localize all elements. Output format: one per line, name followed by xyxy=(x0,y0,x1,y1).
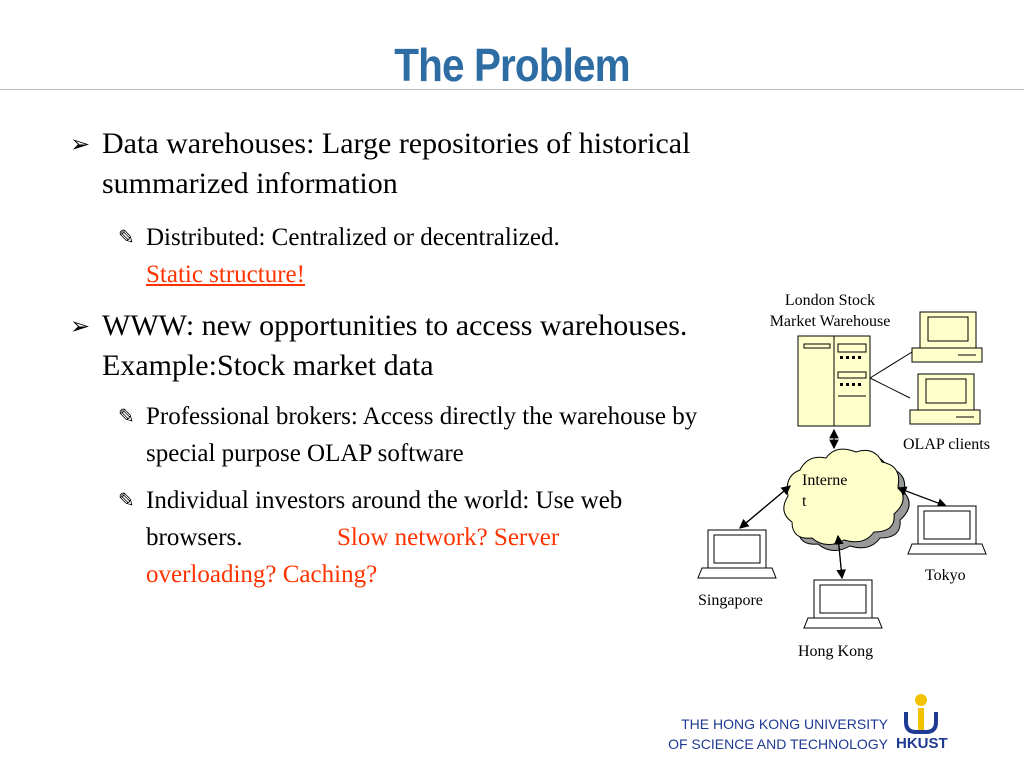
university-name-line1: THE HONG KONG UNIVERSITY xyxy=(681,716,888,732)
university-name-line2: OF SCIENCE AND TECHNOLOGY xyxy=(668,736,888,752)
sub-bullet-text: Professional brokers: Access directly th… xyxy=(146,403,698,467)
checked-arrow-icon: ✎ xyxy=(118,404,135,428)
static-structure-link: Static structure! xyxy=(146,261,305,288)
tokyo-label: Tokyo xyxy=(925,567,966,584)
checked-arrow-icon: ✎ xyxy=(118,225,135,249)
hongkong-label: Hong Kong xyxy=(798,643,874,660)
warehouse-label: London Stock Market Warehouse xyxy=(769,292,891,330)
sub-bullet-text: Individual investors around the world: U… xyxy=(146,487,623,551)
singapore-laptop-icon xyxy=(697,529,777,579)
tokyo-laptop-icon xyxy=(907,505,987,555)
checked-arrow-icon: ✎ xyxy=(118,488,135,512)
slide-title: The Problem xyxy=(394,39,630,91)
arrow-bullet-icon: ➢ xyxy=(70,312,91,340)
olap-client-computer-icon xyxy=(909,373,981,425)
internet-label: Interne t xyxy=(802,472,848,510)
bullet-text: Data warehouses: Large repositories of h… xyxy=(102,127,691,200)
bullet-text: WWW: new opportunities to access warehou… xyxy=(102,309,688,382)
arrow-bullet-icon: ➢ xyxy=(70,130,91,158)
olap-link xyxy=(869,351,913,379)
hkust-logo-text: HKUST xyxy=(896,735,948,752)
warehouse-server-icon xyxy=(797,335,871,427)
sub-bullet-text: Distributed: Centralized or decentralize… xyxy=(146,224,560,251)
caching-text: overloading? Caching? xyxy=(146,561,378,588)
title-divider xyxy=(0,89,1024,90)
singapore-label: Singapore xyxy=(698,592,763,609)
internet-cloud-icon xyxy=(783,448,910,551)
olap-clients-label: OLAP clients xyxy=(903,436,990,453)
olap-client-computer-icon xyxy=(911,311,983,363)
hkust-logo-icon xyxy=(904,694,938,734)
olap-link xyxy=(869,377,911,399)
hongkong-laptop-icon xyxy=(803,579,883,629)
slow-network-text: Slow network? Server xyxy=(337,524,560,551)
